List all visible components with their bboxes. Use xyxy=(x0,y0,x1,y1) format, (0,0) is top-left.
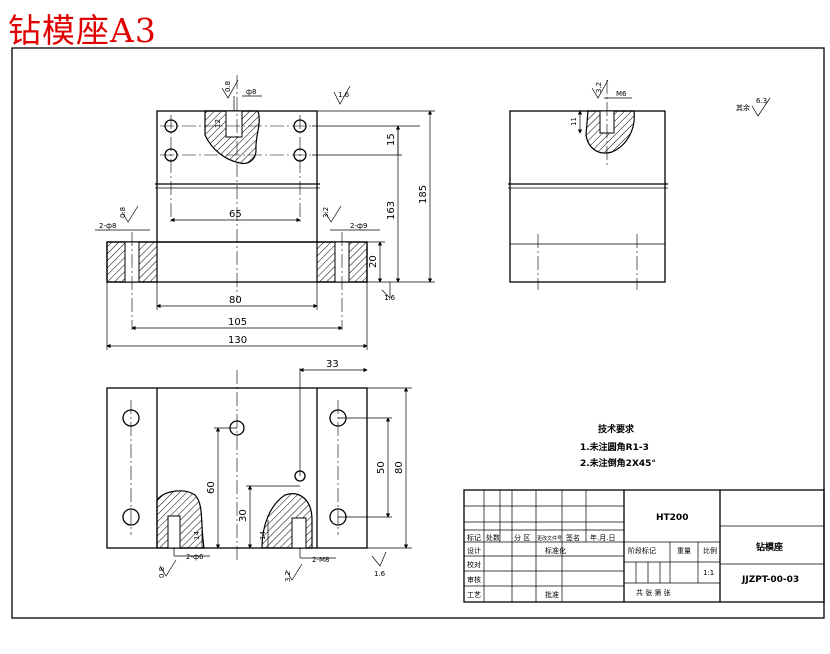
part-name: 钻模座 xyxy=(756,541,783,553)
sheet-label: 共 张 第 张 xyxy=(636,588,671,597)
weight-label: 重量 xyxy=(677,547,691,555)
dim-130: 130 xyxy=(228,335,247,346)
tb-r3-c0: 审核 xyxy=(467,575,481,584)
roughness-note-value: 6.3 xyxy=(756,97,767,105)
dim-20: 20 xyxy=(368,255,379,268)
general-roughness: 其余 6.3 xyxy=(736,97,771,117)
holes-label-right: 2-M8 xyxy=(312,556,329,564)
hole-label-left: 2-ф8 xyxy=(99,222,116,230)
scale-value: 1:1 xyxy=(703,569,714,577)
tb-r0-c3: 更改文件号 xyxy=(537,535,562,542)
dim-50: 50 xyxy=(376,461,387,474)
dim-30: 30 xyxy=(238,509,249,522)
dim-12: 12 xyxy=(214,119,222,128)
holes-label-left: 2-ф6 xyxy=(186,553,204,561)
drawing-title: 钻模座A3 xyxy=(8,11,157,50)
roughness-top: 0.8 xyxy=(224,81,232,92)
tech-req-item-2: 2.未注倒角2X45° xyxy=(580,457,656,469)
stage-label: 阶段标记 xyxy=(628,546,656,555)
roughness-top-right-view: 1.6 xyxy=(374,570,386,578)
tb-r1-c3: 标准化 xyxy=(545,546,566,555)
roughness-top-right: 1.6 xyxy=(338,91,350,99)
dim-163: 163 xyxy=(386,201,397,220)
dim-14-left: 14 xyxy=(193,531,201,540)
tb-r0-c4: 签名 xyxy=(566,533,580,542)
title-block: 标记 处数 分 区 更改文件号 签名 年.月.日 设计 标准化 校对 审核 工艺… xyxy=(463,489,825,603)
dim-105: 105 xyxy=(228,317,247,328)
tb-r0-c5: 年.月.日 xyxy=(590,533,615,542)
hole-label-right: 2-ф9 xyxy=(350,222,367,230)
technical-requirements: 技术要求 1.未注圆角R1-3 2.未注倒角2X45° xyxy=(580,423,656,469)
roughness-left: 0.8 xyxy=(119,207,127,218)
tb-r2-c0: 校对 xyxy=(467,560,481,569)
hole-label-top: ф8 xyxy=(246,88,256,96)
scale-label: 比例 xyxy=(703,546,717,555)
dim-80: 80 xyxy=(229,295,242,306)
roughness-side: 3.2 xyxy=(595,82,603,93)
front-view: 185 163 15 20 65 80 105 130 12 ф8 0.8 1.… xyxy=(95,75,435,350)
side-view: 11 M6 3.2 xyxy=(508,79,668,290)
tb-r4-c0: 工艺 xyxy=(467,591,481,599)
thread-label: M6 xyxy=(616,90,627,98)
tb-r1-c0: 设计 xyxy=(467,546,481,555)
material: HT200 xyxy=(656,513,688,523)
dim-15: 15 xyxy=(386,133,397,146)
tb-r0-c0: 标记 xyxy=(467,533,481,542)
drawing-number: JJZPT-00-03 xyxy=(741,575,799,585)
dim-65: 65 xyxy=(229,209,242,220)
tb-r0-c1: 处数 xyxy=(486,533,500,542)
dim-185: 185 xyxy=(418,185,429,204)
roughness-top-mid: 3.2 xyxy=(284,571,292,582)
dim-11: 11 xyxy=(570,117,578,126)
roughness-bottom: 1.6 xyxy=(384,294,396,302)
tb-r4-c3: 批准 xyxy=(545,590,559,599)
roughness-note-prefix: 其余 xyxy=(736,103,750,112)
dim-60: 60 xyxy=(206,481,217,494)
drawing-frame xyxy=(11,47,825,619)
roughness-right: 3.2 xyxy=(322,207,330,218)
dim-80-top: 80 xyxy=(394,461,405,474)
tech-req-item-1: 1.未注圆角R1-3 xyxy=(580,441,649,453)
roughness-top-left: 0.8 xyxy=(158,567,166,578)
top-view: 33 60 30 14 14 50 80 2-ф6 2-M8 0.8 3.2 1… xyxy=(106,359,412,582)
tech-req-heading: 技术要求 xyxy=(598,423,635,435)
dim-14-right: 14 xyxy=(259,531,267,540)
dim-33: 33 xyxy=(326,359,339,370)
tb-r0-c2: 分 区 xyxy=(514,533,530,542)
